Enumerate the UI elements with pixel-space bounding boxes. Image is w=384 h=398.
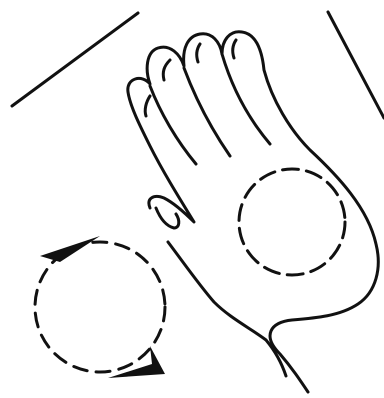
nail-3 <box>197 44 200 62</box>
rotation-indicator <box>35 236 165 378</box>
surface-edge-right <box>328 12 384 118</box>
rotation-arrowhead-bottom <box>108 346 165 378</box>
palm-target-circle <box>239 169 345 275</box>
hand-outline <box>128 32 378 392</box>
finger-line-1 <box>150 86 196 164</box>
nail-2 <box>163 60 170 80</box>
nail-1 <box>145 96 150 116</box>
thumb-tip <box>156 208 179 228</box>
rotation-circle <box>35 242 165 372</box>
nail-4 <box>233 40 236 58</box>
hand <box>128 32 378 392</box>
rotation-arrowhead-top <box>40 236 100 262</box>
surface-edge-left <box>12 13 138 106</box>
finger-line-2 <box>184 68 230 156</box>
wrist-left-edge <box>168 242 286 376</box>
